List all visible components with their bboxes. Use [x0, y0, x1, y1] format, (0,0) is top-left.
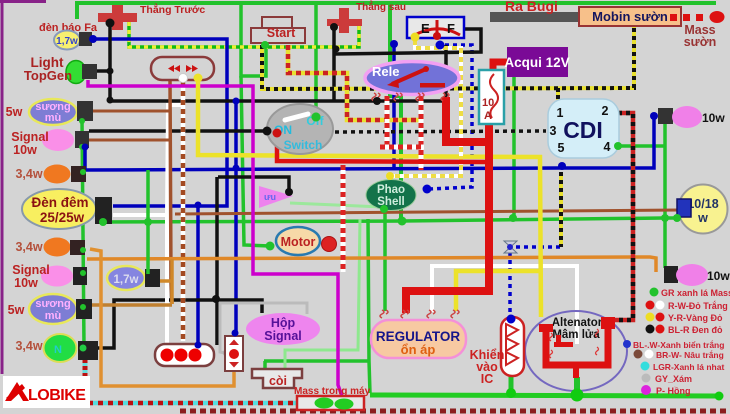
svg-text:mù: mù [45, 112, 62, 124]
svg-text:sườn: sườn [684, 35, 717, 49]
svg-text:N: N [54, 344, 62, 356]
svg-text:Shell: Shell [377, 196, 404, 208]
svg-text:Thẳng Trước: Thẳng Trước [140, 3, 205, 16]
svg-text:đèn báo Fa: đèn báo Fa [39, 22, 98, 34]
svg-text:5w: 5w [6, 105, 23, 119]
svg-text:1,7w: 1,7w [56, 36, 78, 47]
svg-text:2: 2 [602, 104, 609, 118]
svg-text:Đèn đêm: Đèn đêm [31, 195, 88, 210]
svg-text:Mobin sườn: Mobin sườn [592, 9, 668, 24]
svg-text:mù: mù [45, 310, 62, 322]
svg-text:3,4w: 3,4w [15, 167, 42, 181]
svg-text:5: 5 [558, 141, 565, 155]
svg-text:REGULATOR: REGULATOR [376, 329, 461, 344]
svg-text:ưu: ưu [264, 192, 276, 202]
svg-text:3,4w: 3,4w [15, 339, 42, 353]
svg-text:còi: còi [269, 374, 287, 388]
svg-text:10w: 10w [702, 111, 725, 125]
svg-text:10w: 10w [707, 269, 730, 283]
svg-text:BL-.W-Xanh biển trắng: BL-.W-Xanh biển trắng [633, 339, 724, 350]
svg-text:E: E [421, 21, 430, 36]
svg-text:4: 4 [604, 140, 611, 154]
svg-text:Khiển: Khiển [470, 348, 505, 362]
svg-text:R-W-Đỏ Trắng: R-W-Đỏ Trắng [668, 300, 728, 311]
svg-text:Ra Bugi: Ra Bugi [505, 0, 558, 14]
svg-text:GY_Xám: GY_Xám [655, 374, 692, 384]
svg-text:Mass trong máy: Mass trong máy [294, 386, 371, 397]
svg-text:Mass: Mass [684, 23, 715, 37]
svg-text:1,7w: 1,7w [114, 274, 139, 286]
svg-text:sương: sương [35, 298, 70, 310]
svg-text:10w: 10w [14, 276, 38, 290]
svg-text:10w: 10w [13, 143, 37, 157]
svg-text:IC: IC [481, 372, 494, 386]
svg-text:Signal: Signal [11, 130, 49, 144]
svg-text:Rele: Rele [372, 64, 399, 79]
svg-text:A: A [484, 110, 492, 122]
svg-text:5w: 5w [8, 303, 25, 317]
svg-text:w: w [697, 211, 708, 225]
svg-text:Acqui 12V: Acqui 12V [504, 55, 569, 70]
svg-text:Y-R-Vàng Đỏ: Y-R-Vàng Đỏ [668, 313, 723, 323]
svg-text:10: 10 [482, 97, 494, 109]
svg-text:sương: sương [35, 101, 70, 113]
svg-text:Thẳng sau: Thẳng sau [356, 0, 406, 13]
svg-text:Switch: Switch [284, 138, 323, 152]
svg-text:ổn áp: ổn áp [401, 342, 436, 357]
svg-text:1: 1 [557, 106, 564, 120]
svg-text:LOBIKE: LOBIKE [28, 387, 86, 404]
svg-text:LGR-Xanh lá nhat: LGR-Xanh lá nhat [653, 362, 724, 372]
svg-text:BL-R Đen đỏ: BL-R Đen đỏ [668, 325, 723, 335]
svg-text:P- Hồng: P- Hồng [656, 386, 691, 396]
svg-text:Start: Start [267, 26, 296, 40]
svg-text:TopGen: TopGen [24, 68, 72, 83]
svg-text:BR-W- Nâu trắng: BR-W- Nâu trắng [656, 349, 724, 360]
svg-text:Light: Light [31, 55, 64, 70]
svg-text:3,4w: 3,4w [15, 240, 42, 254]
svg-text:Signal: Signal [264, 329, 302, 343]
svg-text:CDI: CDI [563, 117, 603, 143]
svg-text:25/25w: 25/25w [40, 210, 85, 225]
svg-text:vào: vào [476, 360, 498, 374]
svg-text:F: F [447, 21, 455, 36]
svg-text:Signal: Signal [12, 263, 50, 277]
svg-text:3: 3 [550, 124, 557, 138]
svg-text:Altenator: Altenator [552, 317, 603, 329]
svg-text:Motor: Motor [281, 235, 316, 249]
svg-text:10/18: 10/18 [687, 197, 718, 211]
svg-text:Phao: Phao [377, 184, 405, 196]
svg-text:GR xanh lá Mass: GR xanh lá Mass [661, 288, 730, 298]
svg-text:Mâm lửa: Mâm lửa [552, 329, 600, 341]
svg-text:Hộp: Hộp [271, 316, 296, 330]
